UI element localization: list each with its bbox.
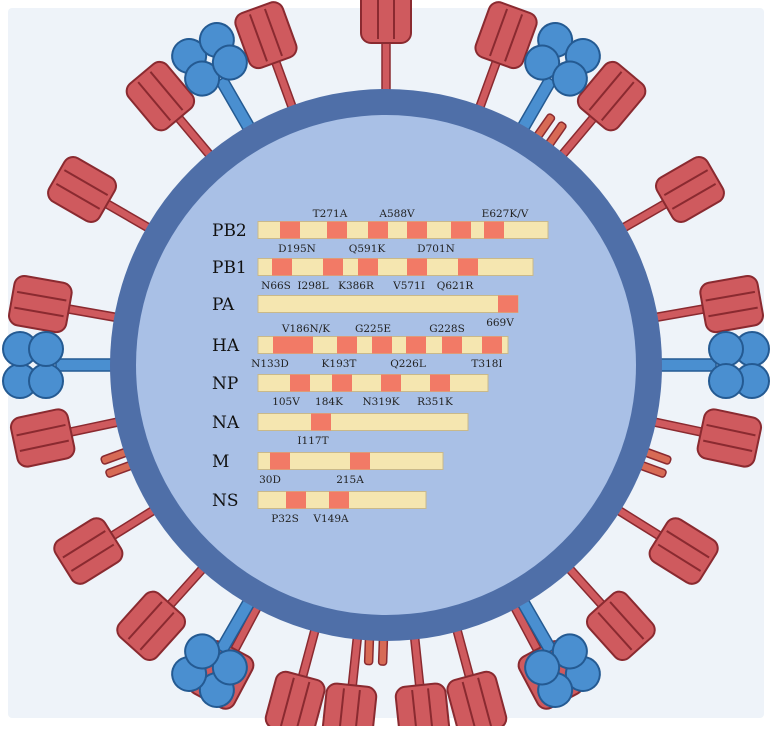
mutation-label: G225E: [355, 323, 391, 335]
mutation-block: [407, 258, 427, 276]
mutation-label: Q621R: [437, 280, 475, 292]
mutation-block: [273, 336, 293, 354]
mutation-block: [327, 221, 347, 239]
mutation-label: I117T: [297, 435, 328, 447]
rna-segment-ns: NS P32S V149A: [212, 491, 427, 525]
mutation-label: 105V: [272, 396, 300, 408]
mutation-label: V149A: [312, 513, 349, 525]
hemagglutinin-spike: [634, 408, 763, 468]
segment-name: PB2: [212, 221, 247, 241]
neuraminidase-spike: [171, 579, 266, 708]
neuraminidase-spike: [506, 579, 601, 708]
mutation-block: [329, 491, 349, 509]
segment-bar: [257, 258, 534, 276]
mutation-label: 215A: [336, 474, 364, 486]
segment-name: HA: [212, 336, 240, 356]
rna-segment-na: NA I117T: [212, 413, 469, 447]
neuraminidase-spike: [2, 331, 137, 399]
mutation-label: 669V: [486, 317, 514, 329]
mutation-block: [270, 452, 290, 470]
mutation-label: N133D: [251, 358, 289, 370]
mutation-label: Q226L: [390, 358, 426, 370]
rna-segment-ha: HA N133D V186N/K K193T G225E Q226L G228S T318I: [212, 323, 509, 370]
mutation-block: [451, 221, 471, 239]
mutation-label: I298L: [297, 280, 328, 292]
virion-interior: [136, 115, 636, 615]
mutation-block: [372, 336, 392, 354]
mutation-block: [280, 221, 300, 239]
segment-bar: [257, 295, 519, 313]
mutation-block: [337, 336, 357, 354]
hemagglutinin-spike: [264, 610, 326, 730]
mutation-label: K386R: [338, 280, 375, 292]
hemagglutinin-spike: [8, 274, 136, 334]
mutation-label: A588V: [378, 208, 415, 220]
mutation-label: 184K: [315, 396, 343, 408]
mutation-label: N66S: [261, 280, 291, 292]
mutation-block: [290, 374, 310, 392]
segment-name: NS: [212, 491, 239, 511]
segment-name: NP: [212, 374, 238, 394]
mutation-label: K193T: [322, 358, 357, 370]
mutation-block: [430, 374, 450, 392]
mutation-block: [482, 336, 502, 354]
rna-segment-m: M 30D 215A: [212, 452, 444, 486]
mutation-block: [311, 413, 331, 431]
segment-bar: [257, 221, 549, 239]
mutation-block: [286, 491, 306, 509]
mutation-block: [442, 336, 462, 354]
mutation-block: [332, 374, 352, 392]
segment-bar: [257, 413, 469, 431]
mutation-label: G228S: [429, 323, 465, 335]
mutation-label: D701N: [417, 243, 455, 255]
segment-name: PB1: [212, 258, 247, 278]
mutation-block: [293, 336, 313, 354]
mutation-block: [498, 295, 518, 313]
hemagglutinin-spike: [469, 1, 538, 127]
mutation-block: [358, 258, 378, 276]
mutation-label: E627K/V: [482, 208, 529, 220]
mutation-block: [406, 336, 426, 354]
mutation-label: T271A: [313, 208, 348, 220]
mutation-label: R351K: [417, 396, 453, 408]
mutation-block: [484, 221, 504, 239]
mutation-label: Q591K: [349, 243, 386, 255]
rna-segment-np: NP 105V 184K N319K R351K: [212, 374, 489, 408]
segment-name: M: [212, 452, 229, 472]
mutation-label: V186N/K: [281, 323, 330, 335]
mutation-block: [381, 374, 401, 392]
segment-name: PA: [212, 295, 235, 315]
mutation-block: [458, 258, 478, 276]
mutation-label: V571I: [392, 280, 425, 292]
mutation-block: [407, 221, 427, 239]
mutation-label: N319K: [362, 396, 399, 408]
mutation-block: [323, 258, 343, 276]
mutation-label: D195N: [278, 243, 316, 255]
segment-name: NA: [212, 413, 240, 433]
mutation-label: 30D: [259, 474, 281, 486]
rna-segment-pa: PA 669V: [212, 295, 519, 329]
mutation-block: [368, 221, 388, 239]
mutation-label: P32S: [271, 513, 299, 525]
mutation-block: [272, 258, 292, 276]
mutation-block: [350, 452, 370, 470]
mutation-label: T318I: [471, 358, 502, 370]
